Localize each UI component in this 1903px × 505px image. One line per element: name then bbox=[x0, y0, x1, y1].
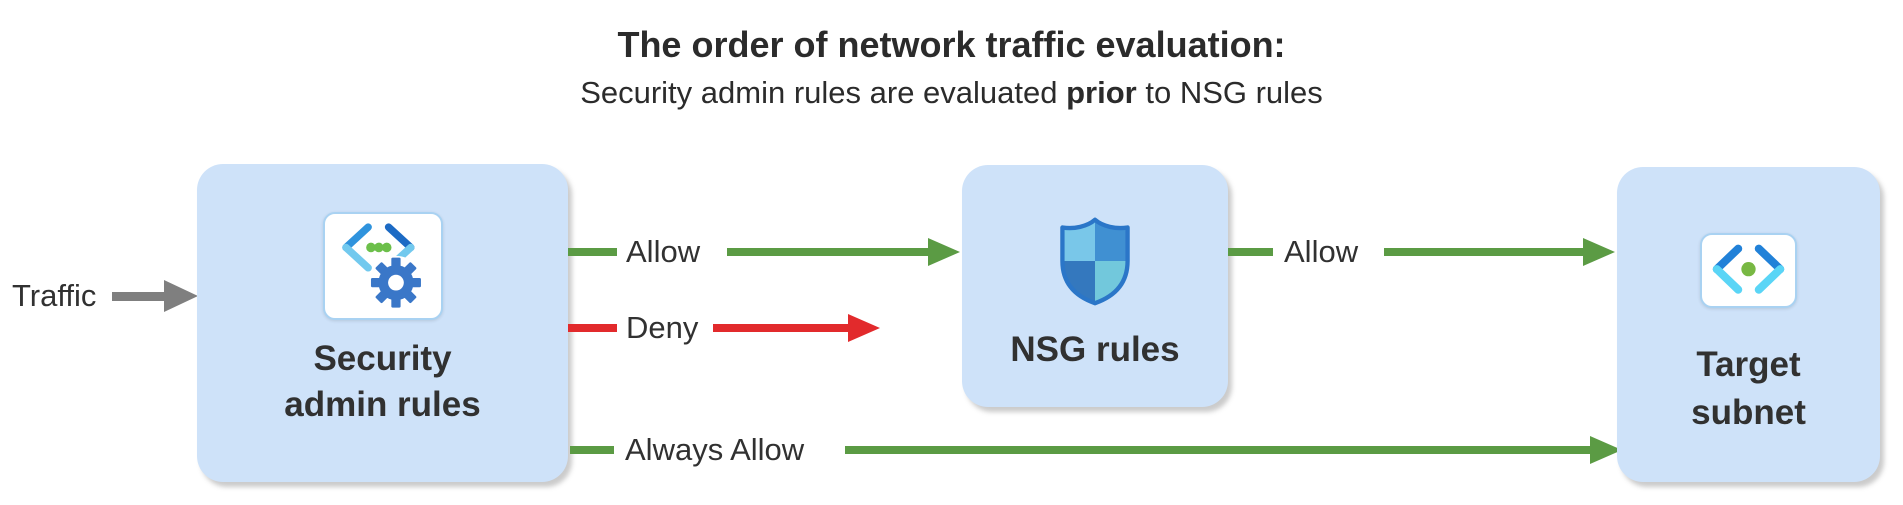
vnet-manager-icon bbox=[322, 212, 443, 320]
allow-arrow-stub bbox=[568, 248, 617, 256]
always-allow-arrowhead-icon bbox=[1590, 436, 1622, 464]
subnet-icon-svg bbox=[1712, 244, 1785, 294]
always-allow-label: Always Allow bbox=[625, 432, 805, 467]
allow-to-nsg-label: Allow bbox=[626, 234, 701, 269]
nsg-shield-icon-svg bbox=[1060, 217, 1130, 306]
deny-label: Deny bbox=[626, 310, 699, 345]
diagram-title: The order of network traffic evaluation: bbox=[617, 24, 1286, 65]
subnet-dot-icon bbox=[1741, 262, 1756, 277]
subtitle-text-end: to NSG rules bbox=[1136, 75, 1323, 110]
allow-arrowhead-icon-2 bbox=[1583, 238, 1615, 266]
vnet-manager-icon-svg bbox=[341, 223, 423, 310]
allow-arrowhead-icon bbox=[928, 238, 960, 266]
always-allow-arrow-stub bbox=[570, 446, 614, 454]
traffic-arrow-line bbox=[112, 292, 164, 301]
gear-icon bbox=[368, 255, 423, 310]
subtitle-text-start: Security admin rules are evaluated bbox=[580, 75, 1067, 110]
nsg-shield-icon bbox=[1058, 215, 1132, 312]
subtitle-bold-word: prior bbox=[1066, 75, 1137, 110]
subnet-icon bbox=[1700, 233, 1797, 308]
allow-arrow-to-target-line bbox=[1384, 248, 1584, 256]
node-target-subnet: Target subnet bbox=[1617, 167, 1880, 482]
node-nsg-rules: NSG rules bbox=[962, 165, 1228, 407]
node-target-subnet-label: Target subnet bbox=[1691, 345, 1806, 432]
always-allow-arrow-line bbox=[845, 446, 1590, 454]
deny-arrowhead-icon bbox=[848, 314, 880, 342]
deny-arrow-line bbox=[713, 324, 850, 332]
node-nsg-rules-label: NSG rules bbox=[1010, 330, 1180, 369]
traffic-arrowhead-icon bbox=[164, 280, 198, 312]
dots-icon bbox=[365, 242, 392, 253]
allow-arrow-to-nsg-line bbox=[727, 248, 930, 256]
diagram-subtitle: Security admin rules are evaluated prior… bbox=[0, 74, 1903, 112]
traffic-label: Traffic bbox=[12, 278, 97, 313]
deny-arrow-stub bbox=[568, 324, 617, 332]
node-security-admin-rules: Security admin rules bbox=[197, 164, 568, 482]
allow-arrow-stub-2 bbox=[1228, 248, 1273, 256]
node-security-admin-rules-label: Security admin rules bbox=[284, 339, 481, 424]
allow-to-target-label: Allow bbox=[1284, 234, 1359, 269]
